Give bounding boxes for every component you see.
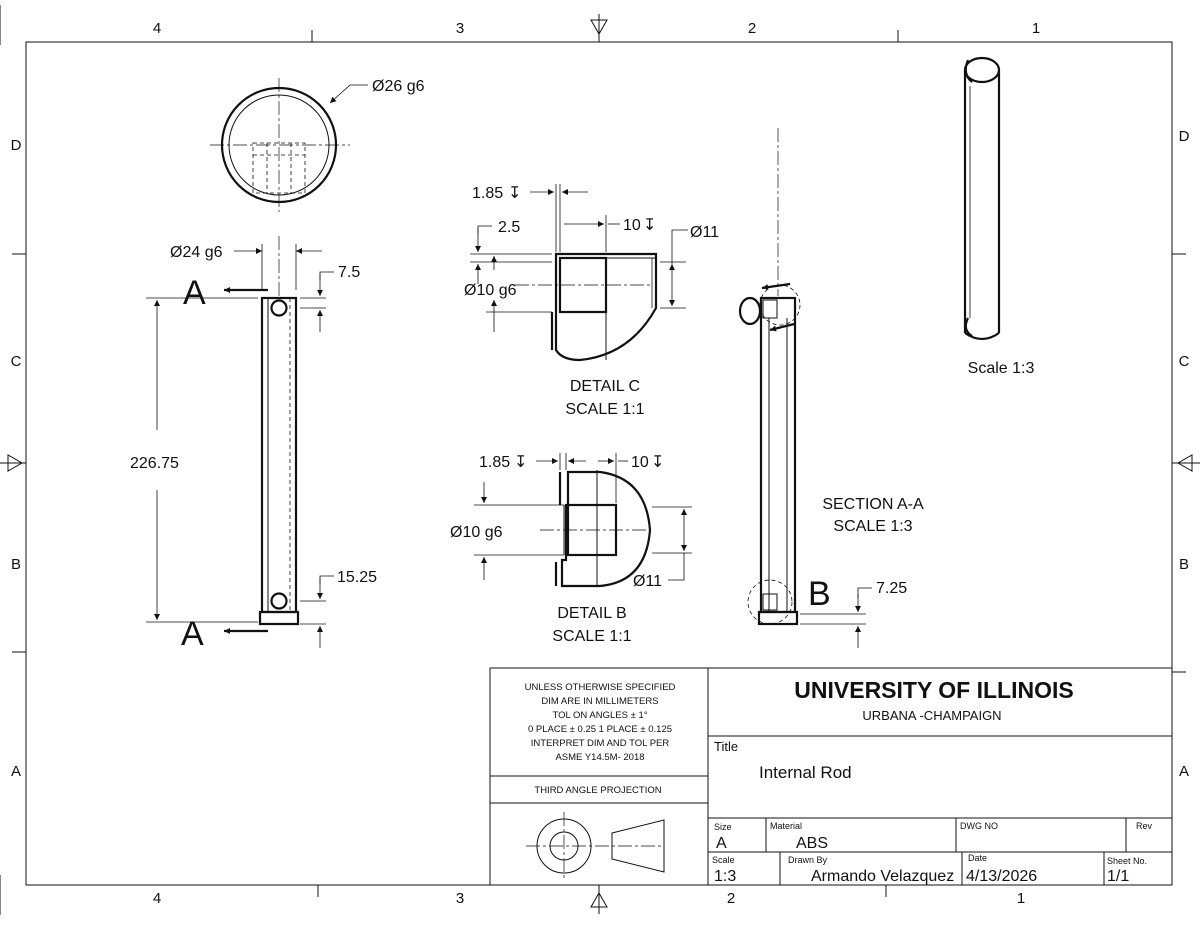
detail-c-outer-diameter: Ø11 [690, 224, 719, 241]
detail-b: 1.85 ↧ 10 ↧ Ø10 g6 Ø11 DETAIL B SCALE 1:… [450, 453, 692, 645]
section-a-a: B 7.25 SECTION A-A SCALE 1:3 [738, 128, 924, 648]
depth-symbol-icon: ↧ [508, 185, 521, 202]
zone-number: 4 [153, 20, 161, 37]
dwg-no-label: DWG NO [960, 821, 998, 831]
size-value: A [716, 835, 727, 852]
title-label: Title [714, 739, 738, 754]
top-view: Ø26 g6 [210, 78, 425, 212]
third-angle-projection-icon [526, 812, 665, 880]
section-letter-top: A [183, 274, 206, 312]
section-scale: SCALE 1:3 [833, 518, 912, 535]
section-title: SECTION A-A [822, 496, 924, 513]
isometric-scale: Scale 1:3 [968, 360, 1035, 377]
material-value: ABS [796, 835, 828, 852]
note-line: TOL ON ANGLES ± 1° [552, 710, 647, 721]
front-view-length-dimension: 226.75 [130, 455, 179, 472]
detail-c: 1.85 ↧ 10 ↧ 2.5 Ø11 Ø10 g6 DETAIL C SCAL… [464, 184, 719, 418]
front-view-bottom-offset: 15.25 [337, 569, 377, 586]
center-mark-left [0, 454, 26, 472]
depth-symbol-icon: ↧ [643, 217, 656, 234]
section-offset-dimension: 7.25 [876, 580, 907, 597]
zone-letter: B [11, 556, 21, 573]
center-mark-right [1172, 454, 1200, 472]
section-letter-bottom: A [181, 615, 204, 653]
zone-number: 4 [153, 890, 161, 907]
detail-b-depth: 1.85 [479, 454, 510, 471]
note-line: UNLESS OTHERWISE SPECIFIED [525, 682, 676, 693]
zone-number: 3 [456, 890, 464, 907]
depth-symbol-icon: ↧ [651, 454, 664, 471]
center-mark-bottom [590, 885, 608, 914]
drawing-title: Internal Rod [759, 763, 852, 782]
zone-numbers-top: 4 3 2 1 [153, 20, 1040, 37]
detail-b-bore-diameter: Ø10 g6 [450, 524, 503, 541]
zone-letter: D [11, 137, 22, 154]
scale-value: 1:3 [714, 868, 736, 885]
date-label: Date [968, 853, 987, 863]
zone-number: 2 [748, 20, 756, 37]
size-label: Size [714, 822, 732, 832]
detail-c-bore-depth: 10 [623, 217, 641, 234]
zone-letter: C [1179, 353, 1190, 370]
section-detail-letter: B [808, 575, 831, 613]
center-mark-top [590, 14, 608, 42]
detail-c-scale: SCALE 1:1 [565, 401, 644, 418]
depth-symbol-icon: ↧ [514, 454, 527, 471]
note-line: ASME Y14.5M- 2018 [555, 752, 644, 763]
sheet-no-label: Sheet No. [1107, 856, 1147, 866]
isometric-view: Scale 1:3 [963, 56, 1035, 377]
zone-letter: B [1179, 556, 1189, 573]
top-view-diameter-callout: Ø26 g6 [372, 78, 425, 95]
zone-number: 3 [456, 20, 464, 37]
note-line: 0 PLACE ± 0.25 1 PLACE ± 0.125 [528, 724, 672, 735]
detail-c-depth: 1.85 [472, 185, 503, 202]
zone-letters-left: D C B A [11, 137, 22, 780]
zone-number: 1 [1017, 890, 1025, 907]
drawn-by-label: Drawn By [788, 855, 828, 865]
detail-b-title: DETAIL B [557, 605, 626, 622]
front-view-top-offset: 7.5 [338, 264, 360, 281]
projection-label: THIRD ANGLE PROJECTION [534, 785, 661, 796]
drawn-by-value: Armando Velazquez [811, 868, 954, 885]
sheet-no-value: 1/1 [1107, 868, 1129, 885]
scale-label: Scale [712, 855, 735, 865]
zone-letter: A [1179, 763, 1189, 780]
tolerance-notes: UNLESS OTHERWISE SPECIFIED DIM ARE IN MI… [525, 682, 676, 763]
zone-letter: A [11, 763, 21, 780]
university-name: UNIVERSITY OF ILLINOIS [794, 677, 1073, 703]
title-block: UNLESS OTHERWISE SPECIFIED DIM ARE IN MI… [489, 667, 1173, 886]
note-line: INTERPRET DIM AND TOL PER [531, 738, 670, 749]
detail-c-chamfer: 2.5 [498, 219, 520, 236]
detail-b-outer-diameter: Ø11 [633, 573, 662, 590]
front-view: Ø24 g6 226.75 7.5 15.25 A A [130, 236, 377, 653]
zone-number: 2 [727, 890, 735, 907]
detail-c-title: DETAIL C [570, 378, 640, 395]
zone-letters-right: D C B A [1179, 128, 1190, 780]
note-line: DIM ARE IN MILLIMETERS [541, 696, 658, 707]
zone-letter: C [11, 353, 22, 370]
detail-c-bore-diameter: Ø10 g6 [464, 282, 517, 299]
material-label: Material [770, 821, 802, 831]
detail-b-circle [747, 579, 793, 625]
front-view-width-callout: Ø24 g6 [170, 244, 223, 261]
rev-label: Rev [1136, 821, 1153, 831]
zone-letter: D [1179, 128, 1190, 145]
zone-numbers-bottom: 4 3 2 1 [153, 890, 1025, 907]
university-campus: URBANA -CHAMPAIGN [862, 708, 1001, 723]
date-value: 4/13/2026 [966, 868, 1037, 885]
zone-number: 1 [1032, 20, 1040, 37]
detail-b-bore-depth: 10 [631, 454, 649, 471]
sheet-border [0, 5, 1200, 915]
detail-b-scale: SCALE 1:1 [552, 628, 631, 645]
